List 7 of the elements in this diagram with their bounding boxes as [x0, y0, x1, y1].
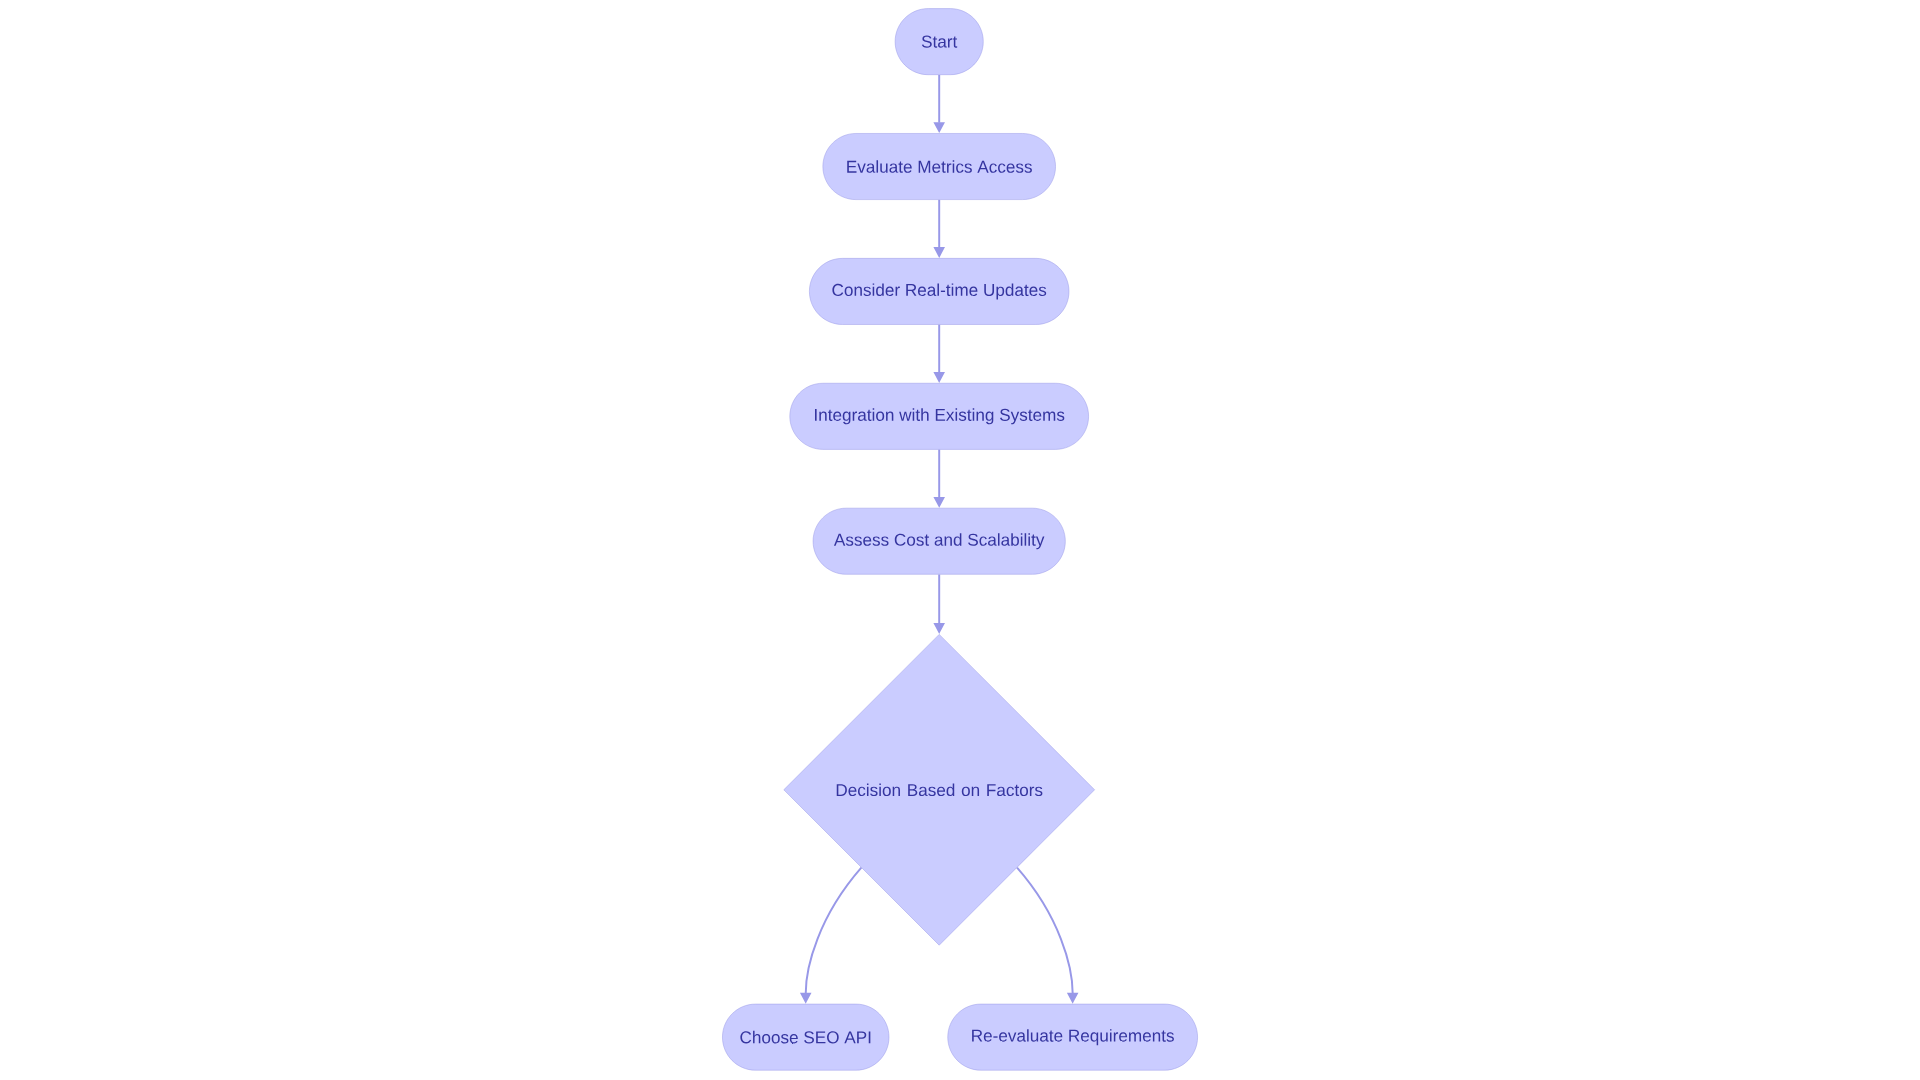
process-box: Integration with Existing Systems — [789, 383, 1089, 450]
process-box: Assess Cost and Scalability — [812, 507, 1066, 575]
process-box: Consider Real-time Updates — [809, 258, 1070, 325]
process-box: Choose SEO API — [722, 1003, 890, 1071]
terminal-box: Start — [894, 8, 984, 75]
process-box: Re-evaluate Requirements — [947, 1003, 1198, 1071]
process-box: Evaluate Metrics Access — [822, 133, 1056, 200]
